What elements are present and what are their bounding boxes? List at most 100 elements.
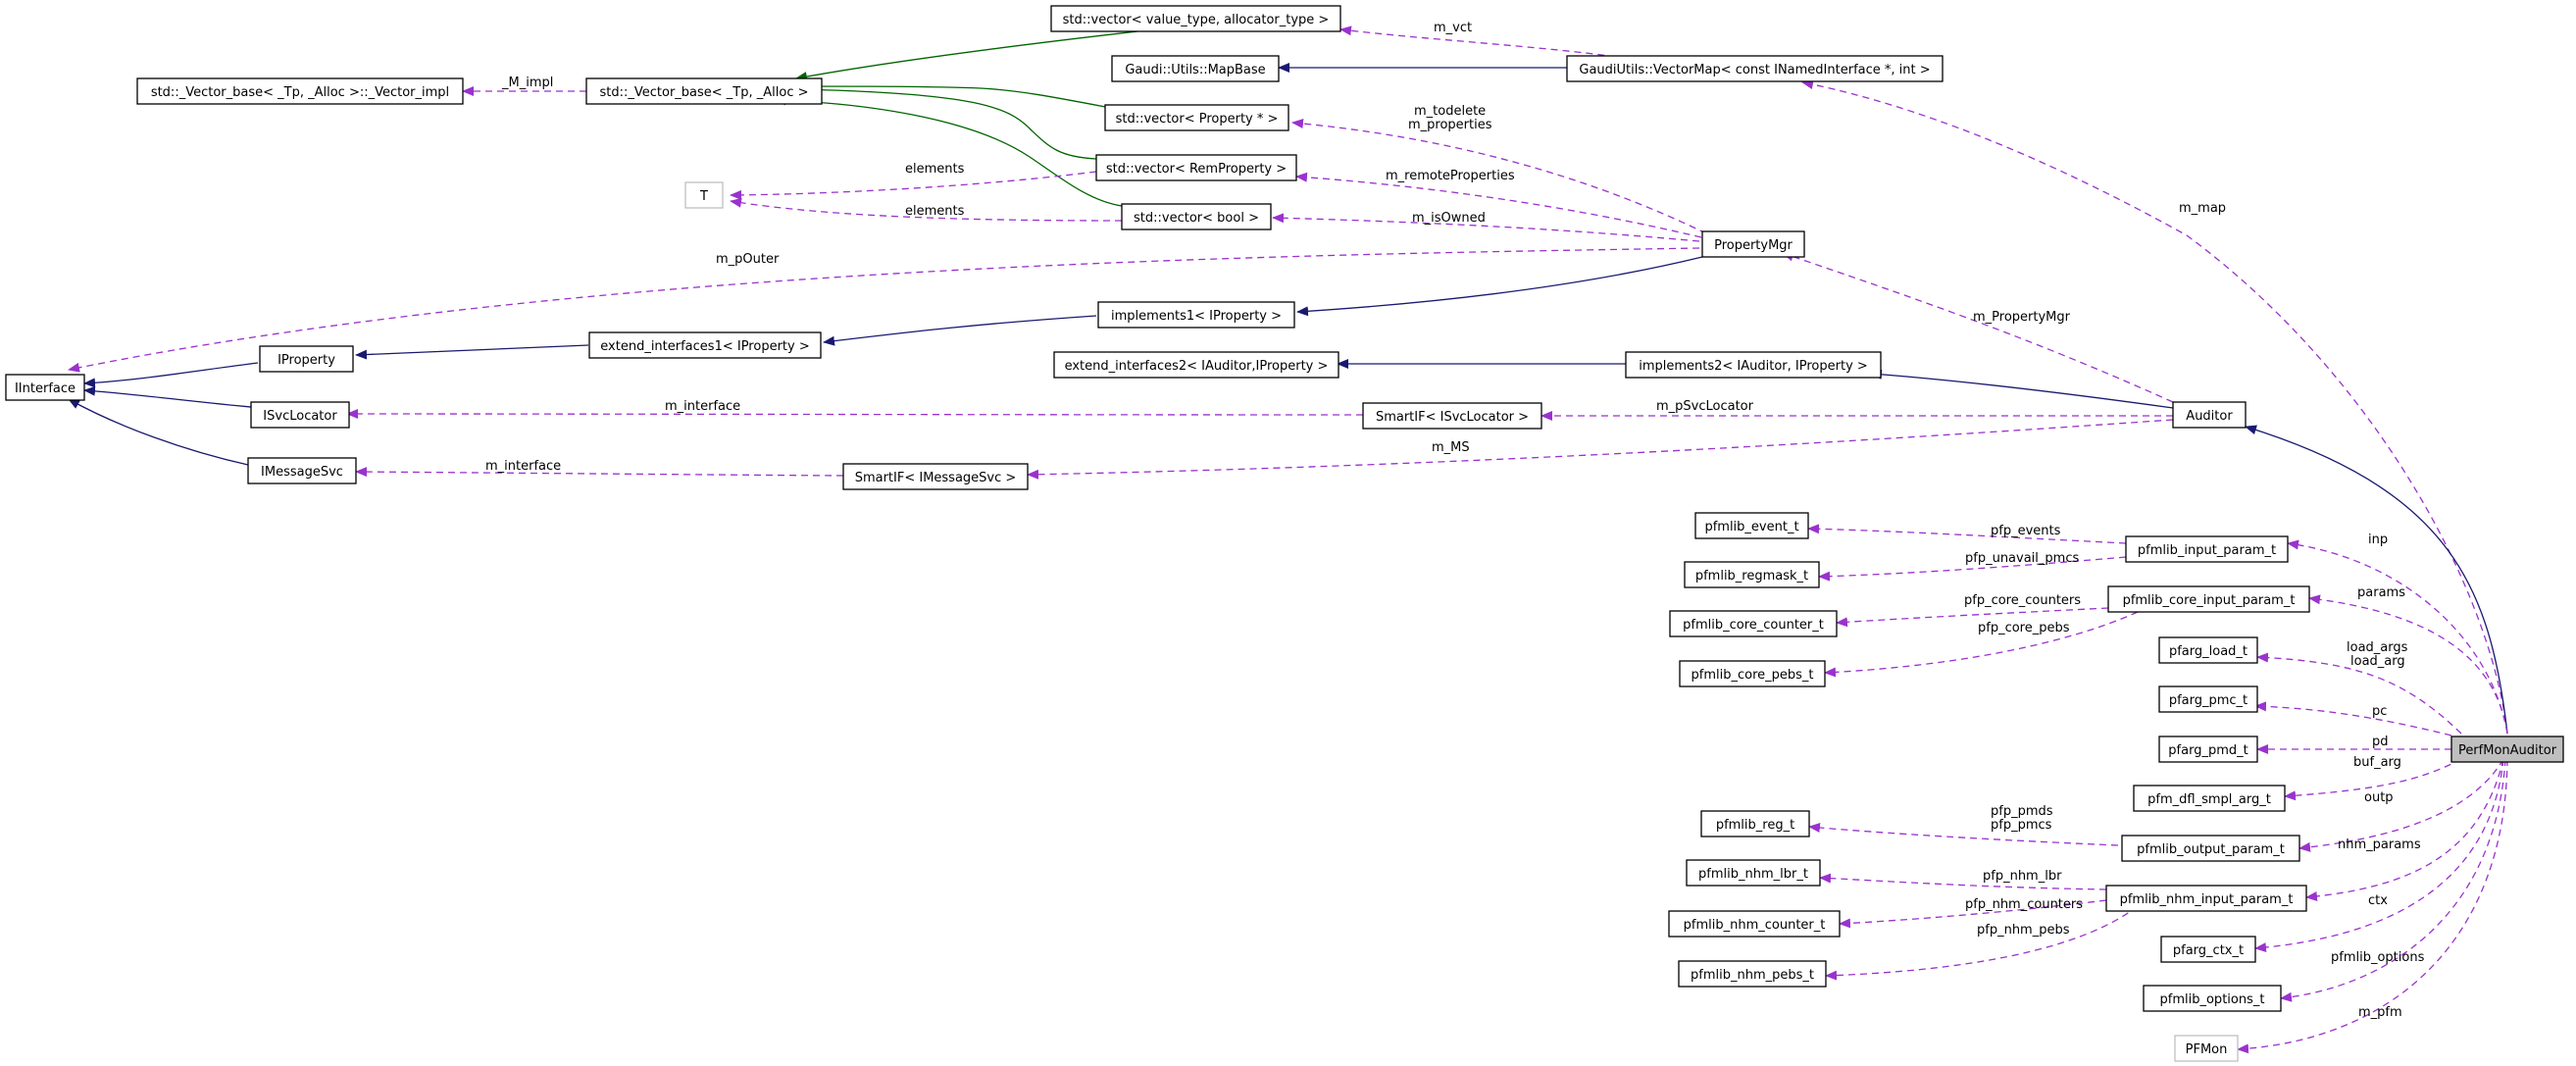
node-t-template[interactable]: T — [684, 181, 724, 209]
edge-pfp-nhm-pebs — [1825, 905, 2139, 981]
node-smartif-messagesvc[interactable]: SmartIF< IMessageSvc > — [842, 463, 1029, 490]
node-pfmlib-options-t[interactable]: pfmlib_options_t — [2143, 985, 2282, 1012]
label-m-todelete: m_todelete — [1414, 104, 1486, 119]
edge-m-interface-messagesvc — [355, 467, 844, 478]
node-smartif-svclocator[interactable]: SmartIF< ISvcLocator > — [1362, 402, 1542, 430]
label-m-interface-messagesvc: m_interface — [485, 459, 561, 474]
node-iinterface[interactable]: IInterface — [5, 374, 85, 401]
edge-elements-bool — [730, 197, 1123, 222]
node-vector-value-type[interactable]: std::vector< value_type, allocator_type … — [1050, 5, 1341, 32]
edge-m-isowned — [1272, 213, 1700, 242]
node-implements1[interactable]: implements1< IProperty > — [1097, 301, 1295, 329]
node-pfmlib-nhm-counter-t-label: pfmlib_nhm_counter_t — [1684, 918, 1826, 933]
node-pfarg-load-t[interactable]: pfarg_load_t — [2158, 636, 2258, 664]
node-extend-interfaces1-label: extend_interfaces1< IProperty > — [600, 339, 809, 354]
label-pfp-pmds: pfp_pmds — [1991, 804, 2053, 819]
label-pfp-events: pfp_events — [1991, 524, 2061, 538]
node-pfmlib-output-param-t[interactable]: pfmlib_output_param_t — [2121, 835, 2300, 862]
label-m-ms: m_MS — [1432, 440, 1470, 455]
node-pfmlib-reg-t-label: pfmlib_reg_t — [1716, 818, 1794, 833]
node-pfmlib-nhm-lbr-t[interactable]: pfmlib_nhm_lbr_t — [1686, 859, 1821, 887]
node-pfmlib-core-input-param-t-label: pfmlib_core_input_param_t — [2123, 593, 2296, 608]
node-vector-remprop[interactable]: std::vector< RemProperty > — [1095, 154, 1297, 181]
node-pfmlib-input-param-t[interactable]: pfmlib_input_param_t — [2125, 535, 2289, 563]
node-pfarg-ctx-t[interactable]: pfarg_ctx_t — [2160, 936, 2256, 963]
label-outp: outp — [2364, 790, 2394, 805]
node-mapbase[interactable]: Gaudi::Utils::MapBase — [1111, 55, 1280, 82]
edge-vector-value-type-base — [795, 30, 1138, 81]
node-vectormap[interactable]: GaudiUtils::VectorMap< const INamedInter… — [1566, 55, 1944, 82]
edge-m-interface-svclocator — [346, 409, 1364, 420]
edge-propertymgr-implements1 — [1296, 256, 1703, 317]
node-pfmlib-nhm-input-param-t[interactable]: pfmlib_nhm_input_param_t — [2105, 885, 2307, 912]
node-pfmlib-core-counter-t[interactable]: pfmlib_core_counter_t — [1669, 610, 1838, 637]
label-pd: pd — [2372, 735, 2389, 749]
edge-vector-remprop-base — [795, 84, 1097, 160]
node-pfmlib-core-counter-t-label: pfmlib_core_counter_t — [1683, 618, 1824, 633]
node-extend-interfaces1[interactable]: extend_interfaces1< IProperty > — [588, 331, 822, 359]
edge-pfmlib-options — [2280, 758, 2506, 1002]
node-imessagesvc[interactable]: IMessageSvc — [247, 457, 357, 484]
node-pfarg-pmd-t-label: pfarg_pmd_t — [2168, 743, 2248, 758]
edge-m-pfm — [2237, 758, 2508, 1054]
label-m-isowned: m_isOwned — [1412, 211, 1486, 226]
node-propertymgr-label: PropertyMgr — [1714, 238, 1793, 253]
node-extend-interfaces2-label: extend_interfaces2< IAuditor,IProperty > — [1065, 359, 1329, 374]
node-auditor-label: Auditor — [2186, 409, 2233, 424]
edge-implements1-extend1 — [823, 315, 1097, 346]
node-vectormap-label: GaudiUtils::VectorMap< const INamedInter… — [1579, 63, 1930, 77]
node-vector-base[interactable]: std::_Vector_base< _Tp, _Alloc > — [585, 77, 823, 105]
node-auditor[interactable]: Auditor — [2172, 401, 2247, 429]
label-m-propertymgr: m_PropertyMgr — [1973, 310, 2071, 325]
edge-m-propertymgr — [1782, 251, 2174, 403]
node-pfmlib-core-pebs-t-label: pfmlib_core_pebs_t — [1692, 668, 1814, 683]
node-pfmlib-regmask-t[interactable]: pfmlib_regmask_t — [1684, 561, 1820, 588]
node-iproperty[interactable]: IProperty — [259, 345, 354, 373]
label-ctx: ctx — [2368, 893, 2388, 908]
edge-load-args — [2256, 652, 2462, 735]
node-vector-impl[interactable]: std::_Vector_base< _Tp, _Alloc >::_Vecto… — [136, 77, 464, 105]
label-params: params — [2357, 585, 2405, 600]
label-m-impl: _M_impl — [501, 76, 553, 90]
node-pfmlib-event-t[interactable]: pfmlib_event_t — [1694, 512, 1809, 539]
edge-m-ms — [1027, 419, 2174, 480]
node-vector-property[interactable]: std::vector< Property * > — [1104, 104, 1289, 131]
edge-buf-arg — [2284, 758, 2462, 801]
label-m-pfm: m_pfm — [2358, 1005, 2402, 1020]
edge-pfp-events — [1807, 524, 2127, 544]
node-pfm-dfl-smpl-arg-t[interactable]: pfm_dfl_smpl_arg_t — [2133, 785, 2286, 812]
node-propertymgr[interactable]: PropertyMgr — [1701, 230, 1805, 258]
node-perfmonauditor[interactable]: PerfMonAuditor — [2450, 736, 2564, 763]
node-pfmlib-options-t-label: pfmlib_options_t — [2160, 992, 2265, 1007]
node-isvclocator[interactable]: ISvcLocator — [250, 401, 350, 429]
node-pfm-dfl-smpl-arg-t-label: pfm_dfl_smpl_arg_t — [2147, 792, 2271, 807]
edge-m-pouter — [68, 247, 1700, 373]
node-vector-base-label: std::_Vector_base< _Tp, _Alloc > — [599, 85, 808, 100]
label-m-interface-svclocator: m_interface — [665, 399, 740, 414]
node-pfmon[interactable]: PFMon — [2174, 1035, 2239, 1062]
edge-vector-property-base — [795, 81, 1117, 110]
node-pfmlib-nhm-pebs-t[interactable]: pfmlib_nhm_pebs_t — [1678, 960, 1827, 988]
node-pfmlib-nhm-counter-t[interactable]: pfmlib_nhm_counter_t — [1668, 910, 1841, 938]
edge-m-todelete — [1291, 119, 1707, 234]
label-pfp-nhm-pebs: pfp_nhm_pebs — [1977, 923, 2070, 938]
node-pfmlib-reg-t[interactable]: pfmlib_reg_t — [1700, 810, 1810, 838]
label-pfp-core-counters: pfp_core_counters — [1964, 593, 2081, 608]
node-vector-impl-label: std::_Vector_base< _Tp, _Alloc >::_Vecto… — [151, 85, 449, 100]
node-implements2[interactable]: implements2< IAuditor, IProperty > — [1625, 351, 1882, 379]
node-pfmlib-core-pebs-t[interactable]: pfmlib_core_pebs_t — [1679, 660, 1826, 687]
node-t-template-label: T — [699, 189, 708, 204]
node-imessagesvc-label: IMessageSvc — [261, 465, 343, 480]
node-pfarg-pmc-t[interactable]: pfarg_pmc_t — [2158, 685, 2258, 713]
node-extend-interfaces2[interactable]: extend_interfaces2< IAuditor,IProperty > — [1053, 351, 1339, 379]
edge-imessagesvc-iinterface — [68, 398, 249, 466]
node-pfmlib-core-input-param-t[interactable]: pfmlib_core_input_param_t — [2107, 585, 2310, 613]
edge-auditor-implements2 — [1870, 369, 2174, 409]
node-vector-bool[interactable]: std::vector< bool > — [1121, 203, 1272, 230]
label-pfp-nhm-counters: pfp_nhm_counters — [1965, 897, 2083, 912]
edge-pfp-nhm-lbr — [1819, 873, 2107, 890]
label-pfp-nhm-lbr: pfp_nhm_lbr — [1983, 869, 2062, 884]
edge-extend1-iproperty — [355, 344, 589, 360]
edge-pfp-pmds — [1808, 823, 2119, 846]
node-pfarg-pmd-t[interactable]: pfarg_pmd_t — [2158, 736, 2258, 763]
